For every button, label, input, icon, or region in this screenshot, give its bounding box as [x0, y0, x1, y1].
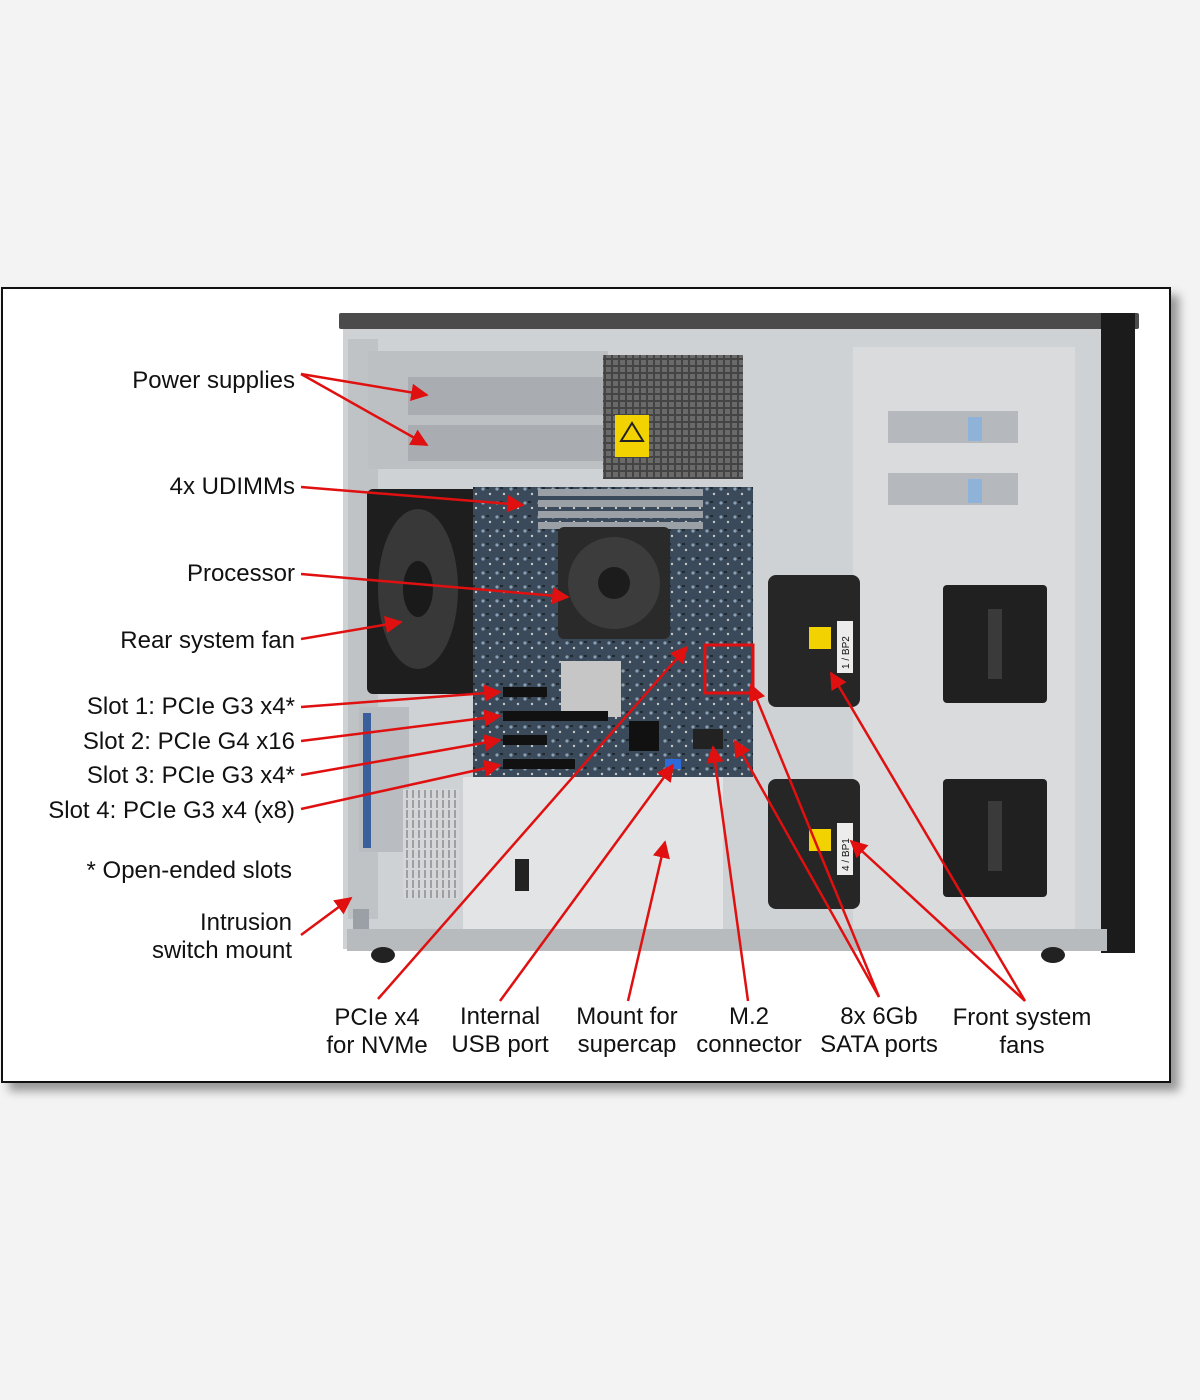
rear-fan: [367, 489, 479, 694]
label-m2-line2: connector: [696, 1031, 802, 1058]
arrow-pcie-nvme: [377, 645, 689, 1000]
arrow-udimms: [300, 485, 525, 513]
label-front-fans: Front system fans: [945, 1004, 1099, 1060]
label-internal-usb: Internal USB port: [443, 1003, 557, 1059]
arrow-usb: [498, 763, 675, 1002]
label-open-ended-note: * Open-ended slots: [86, 857, 292, 884]
pcie-brackets: [359, 707, 459, 899]
arrow-rear-fan: [300, 616, 403, 641]
drive-cage: [853, 347, 1075, 929]
arrow-slot3: [300, 734, 502, 777]
arrow-m2: [706, 745, 750, 1002]
label-sata-ports: 8x 6Gb SATA ports: [813, 1003, 945, 1059]
label-slot2: Slot 2: PCIe G4 x16: [82, 728, 295, 755]
lower-bay: [463, 777, 723, 929]
motherboard: [473, 487, 755, 777]
label-m2-line1: M.2: [728, 1003, 769, 1030]
arrow-supercap: [626, 840, 670, 1002]
label-m2-connector: M.2 connector: [689, 1003, 809, 1059]
label-udimms: 4x UDIMMs: [169, 473, 295, 500]
arrow-slot2: [300, 709, 502, 743]
fan-bp2-marking: 1 / BP2: [841, 636, 852, 669]
arrow-power-supplies-2: [300, 372, 429, 447]
label-supercap-mount: Mount for supercap: [565, 1003, 689, 1059]
fan-bp1-marking: 4 / BP1: [841, 838, 852, 871]
label-supercap-line1: Mount for: [576, 1003, 678, 1030]
sata-highlight-box: [703, 643, 755, 695]
label-front-fans-line2: fans: [999, 1032, 1045, 1059]
arrow-slot4: [300, 759, 502, 811]
label-intrusion-line1: Intrusion: [199, 909, 292, 936]
label-pcie-nvme: PCIe x4 for NVMe: [319, 1004, 435, 1060]
label-slot1: Slot 1: PCIe G3 x4*: [86, 693, 295, 720]
arrow-sata-1: [748, 683, 881, 998]
server-photo: 1 / BP2 4 / BP1: [300, 313, 1139, 1002]
power-supply-bay: [368, 351, 743, 479]
arrow-slot1: [300, 684, 502, 709]
label-pcie-nvme-line1: PCIe x4: [334, 1004, 420, 1031]
arrow-intrusion: [300, 896, 353, 937]
label-intrusion-switch: Intrusion switch mount: [152, 909, 292, 965]
label-usb-line2: USB port: [451, 1031, 549, 1058]
callout-arrows: [300, 372, 1027, 1002]
label-processor: Processor: [186, 560, 295, 587]
label-sata-line2: SATA ports: [820, 1031, 938, 1058]
label-usb-line1: Internal: [459, 1003, 541, 1030]
arrow-power-supplies-1: [300, 372, 429, 402]
arrow-sata-2: [733, 739, 881, 998]
label-rear-fan: Rear system fan: [120, 627, 295, 654]
label-intrusion-line2: switch mount: [151, 937, 292, 964]
arrow-front-fans-1: [829, 671, 1027, 1002]
label-slot4: Slot 4: PCIe G3 x4 (x8): [48, 797, 295, 824]
label-slot3: Slot 3: PCIe G3 x4*: [86, 762, 295, 789]
arrow-processor: [300, 572, 570, 605]
label-power-supplies: Power supplies: [132, 367, 295, 394]
label-pcie-nvme-line2: for NVMe: [326, 1032, 428, 1059]
label-sata-line1: 8x 6Gb: [840, 1003, 918, 1030]
diagram-frame: 1 / BP2 4 / BP1 Power supplies 4x UD: [1, 287, 1171, 1083]
arrow-front-fans-2: [849, 839, 1026, 1002]
label-supercap-line2: supercap: [577, 1031, 677, 1058]
label-front-fans-line1: Front system: [952, 1004, 1092, 1031]
